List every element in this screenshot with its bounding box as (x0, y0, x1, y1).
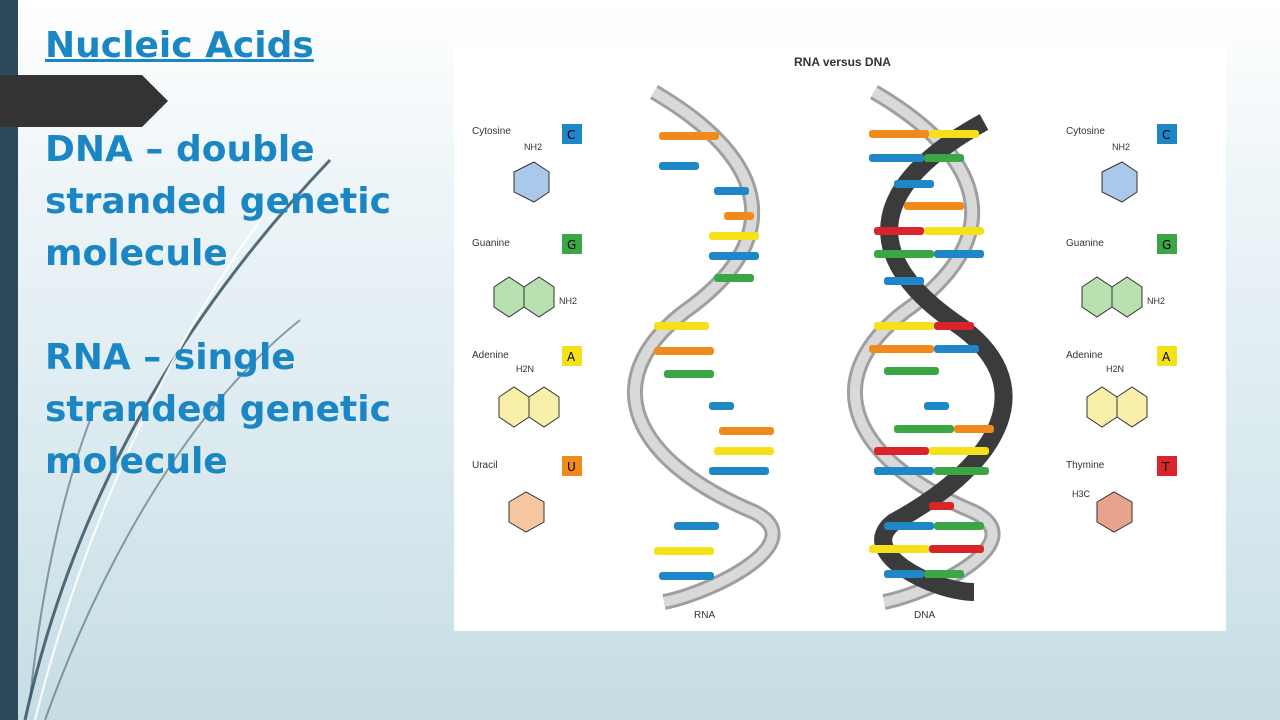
base-label: Cytosine (1066, 126, 1105, 137)
base-letter-box (1157, 456, 1177, 476)
adenine-ring-b-icon (1116, 386, 1148, 428)
base-label: Guanine (472, 238, 510, 249)
base-letter: C (567, 128, 575, 142)
rna-description: RNA – single stranded genetic molecule (45, 337, 391, 482)
right-bases: Cytosine C NH2 Guanine G NH2 Adenine A (1066, 124, 1177, 533)
rna-vs-dna-figure: RNA versus DNA Cytosine C NH2 Guanine G … (454, 42, 1226, 631)
base-label: Thymine (1066, 460, 1105, 471)
adenine-ring-a-icon (1086, 386, 1118, 428)
slide-tab-marker (0, 75, 168, 127)
guanine-ring-a-icon (493, 276, 525, 318)
base-formula: H3C (1072, 489, 1091, 499)
dna-backbone-dark (874, 114, 1013, 601)
base-label: Guanine (1066, 238, 1104, 249)
base-formula: H2N (516, 364, 534, 374)
base-label: Adenine (1066, 350, 1103, 361)
base-letter: G (1162, 238, 1171, 252)
base-formula: NH2 (1112, 142, 1130, 152)
base-letter-box (1157, 124, 1177, 144)
rna-base-segments (654, 132, 774, 580)
cytosine-molecule-icon (1101, 161, 1138, 203)
base-letter: C (1162, 128, 1170, 142)
base-letter-box (1157, 234, 1177, 254)
guanine-ring-b-icon (1111, 276, 1143, 318)
base-letter: A (567, 350, 576, 364)
figure-title: RNA versus DNA (794, 55, 891, 69)
base-label: Cytosine (472, 126, 511, 137)
rna-helix: RNA (626, 85, 781, 621)
rna-label: RNA (694, 610, 715, 621)
base-label: Adenine (472, 350, 509, 361)
base-letter: T (1161, 460, 1170, 474)
uracil-molecule-icon (508, 491, 545, 533)
base-formula: NH2 (524, 142, 542, 152)
left-base-cytosine: Cytosine C NH2 (472, 124, 582, 203)
base-letter-box (562, 346, 582, 366)
slide-left-bar (0, 0, 18, 720)
guanine-ring-a-icon (1081, 276, 1113, 318)
right-base-adenine: Adenine A H2N (1066, 346, 1177, 428)
base-label: Uracil (472, 460, 498, 471)
slide-title: Nucleic Acids (45, 25, 314, 66)
slide-text: Nucleic Acids DNA – double stranded gene… (45, 20, 445, 488)
base-formula: NH2 (559, 296, 577, 306)
left-bases: Cytosine C NH2 Guanine G NH2 Adenine A (472, 124, 582, 533)
base-letter: U (567, 460, 576, 474)
adenine-ring-a-icon (498, 386, 530, 428)
right-base-guanine: Guanine G NH2 (1066, 234, 1177, 318)
base-letter-box (562, 234, 582, 254)
right-base-cytosine: Cytosine C NH2 (1066, 124, 1177, 203)
left-base-adenine: Adenine A H2N (472, 346, 582, 428)
dna-label: DNA (914, 610, 935, 621)
thymine-molecule-icon (1096, 491, 1133, 533)
left-base-uracil: Uracil U (472, 456, 582, 533)
base-letter-box (562, 124, 582, 144)
base-letter: A (1162, 350, 1171, 364)
base-letter-box (1157, 346, 1177, 366)
dna-description: DNA – double stranded genetic molecule (45, 129, 391, 274)
right-base-thymine: Thymine T H3C (1066, 456, 1177, 533)
dna-base-segments (869, 130, 994, 578)
left-base-guanine: Guanine G NH2 (472, 234, 582, 318)
adenine-ring-b-icon (528, 386, 560, 428)
dna-helix: DNA (846, 85, 1013, 621)
base-formula: NH2 (1147, 296, 1165, 306)
base-formula: H2N (1106, 364, 1124, 374)
base-letter: G (567, 238, 576, 252)
guanine-ring-b-icon (523, 276, 555, 318)
decorative-swooshes (23, 158, 332, 720)
cytosine-molecule-icon (513, 161, 550, 203)
base-letter-box (562, 456, 582, 476)
